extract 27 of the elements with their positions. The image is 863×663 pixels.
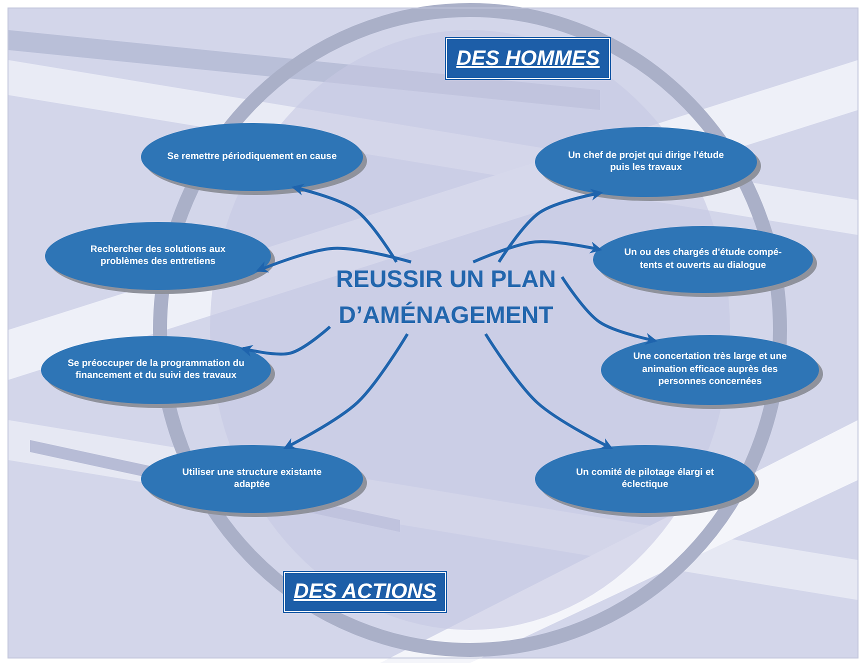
arrow — [256, 246, 412, 272]
node-text: Rechercher des solutions aux problèmes des entretiens — [89, 244, 227, 268]
node-text: Une concertation très large et une animation efficace auprès des personnes concernées — [632, 351, 788, 389]
title-banner: DES HOMMES — [446, 38, 610, 79]
node-text: Se préoccuper de la programmation du financement et du suivi des travaux — [66, 358, 246, 382]
ellipse-node — [592, 225, 814, 294]
ellipse-node — [140, 444, 364, 514]
node-text: Un ou des chargés d'étude compé- tents et ouverts au dialogue — [623, 247, 783, 272]
node-text: Un chef de projet qui dirige l'étude puis les travaux — [567, 150, 725, 174]
node-text: Utiliser une structure existante adaptée — [181, 466, 323, 492]
arrow — [498, 188, 603, 263]
ellipse-node — [534, 126, 758, 198]
arrow — [472, 240, 602, 264]
ellipse-node — [40, 335, 272, 405]
arrow — [283, 333, 409, 450]
node-text: Se remettre périodiquement en cause — [166, 150, 338, 164]
arrow — [291, 184, 398, 263]
central-title: REUSSIR UN PLAN D’AMÉNAGEMENT — [334, 265, 558, 331]
node-text: Un comité de pilotage élargi et éclectique — [575, 466, 715, 492]
arrow — [484, 333, 613, 450]
ellipse-node — [44, 221, 272, 291]
ellipse-node — [534, 444, 756, 514]
ellipse-node — [600, 334, 820, 406]
arrow — [240, 326, 331, 357]
arrow — [560, 276, 658, 345]
ellipse-node — [140, 122, 364, 192]
title-banner: DES ACTIONS — [284, 572, 446, 612]
